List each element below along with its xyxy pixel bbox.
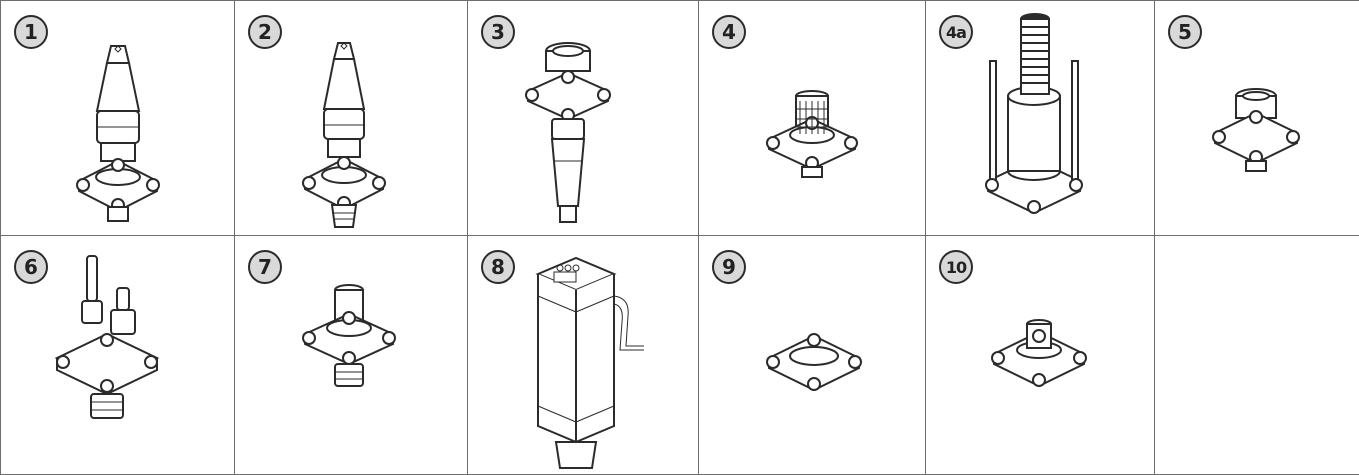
panel-4: 4	[699, 0, 926, 236]
panel-number-badge: 5	[1168, 15, 1202, 49]
panel-empty	[1155, 236, 1359, 475]
panel-1: 1	[0, 0, 235, 236]
panel-4a: 4a	[926, 0, 1155, 236]
bonnet-assembly-icon	[1, 1, 235, 236]
panel-5: 5	[1155, 0, 1359, 236]
large-strainer-icon	[926, 1, 1155, 236]
panel-3: 3	[468, 0, 699, 236]
inverted-spindle-icon	[468, 1, 699, 236]
panel-6: 6	[0, 236, 235, 475]
panel-number-badge: 3	[481, 15, 515, 49]
panel-2: 2	[235, 0, 468, 236]
bonnet-assembly-cone-icon	[235, 1, 468, 236]
strainer-insert-icon	[699, 1, 926, 236]
panel-number-badge: 9	[712, 250, 746, 284]
panel-number-badge: 10	[939, 250, 973, 284]
panel-number-badge: 4	[712, 15, 746, 49]
blind-cover-icon	[926, 236, 1155, 475]
panel-number-badge: 2	[248, 15, 282, 49]
panel-10: 10	[926, 236, 1155, 475]
panel-9: 9	[699, 236, 926, 475]
blind-insert-icon	[235, 236, 468, 475]
panel-number-badge: 1	[14, 15, 48, 49]
panel-7: 7	[235, 236, 468, 475]
panel-number-badge: 4a	[939, 15, 973, 49]
motor-actuator-icon	[468, 236, 699, 475]
panel-number-badge: 8	[481, 250, 515, 284]
check-valve-insert-icon	[1155, 1, 1359, 236]
panel-number-badge: 6	[14, 250, 48, 284]
blank-flange-icon	[699, 236, 926, 475]
panel-number-badge: 7	[248, 250, 282, 284]
panel-8: 8	[468, 236, 699, 475]
solenoid-valve-icon	[1, 236, 235, 475]
